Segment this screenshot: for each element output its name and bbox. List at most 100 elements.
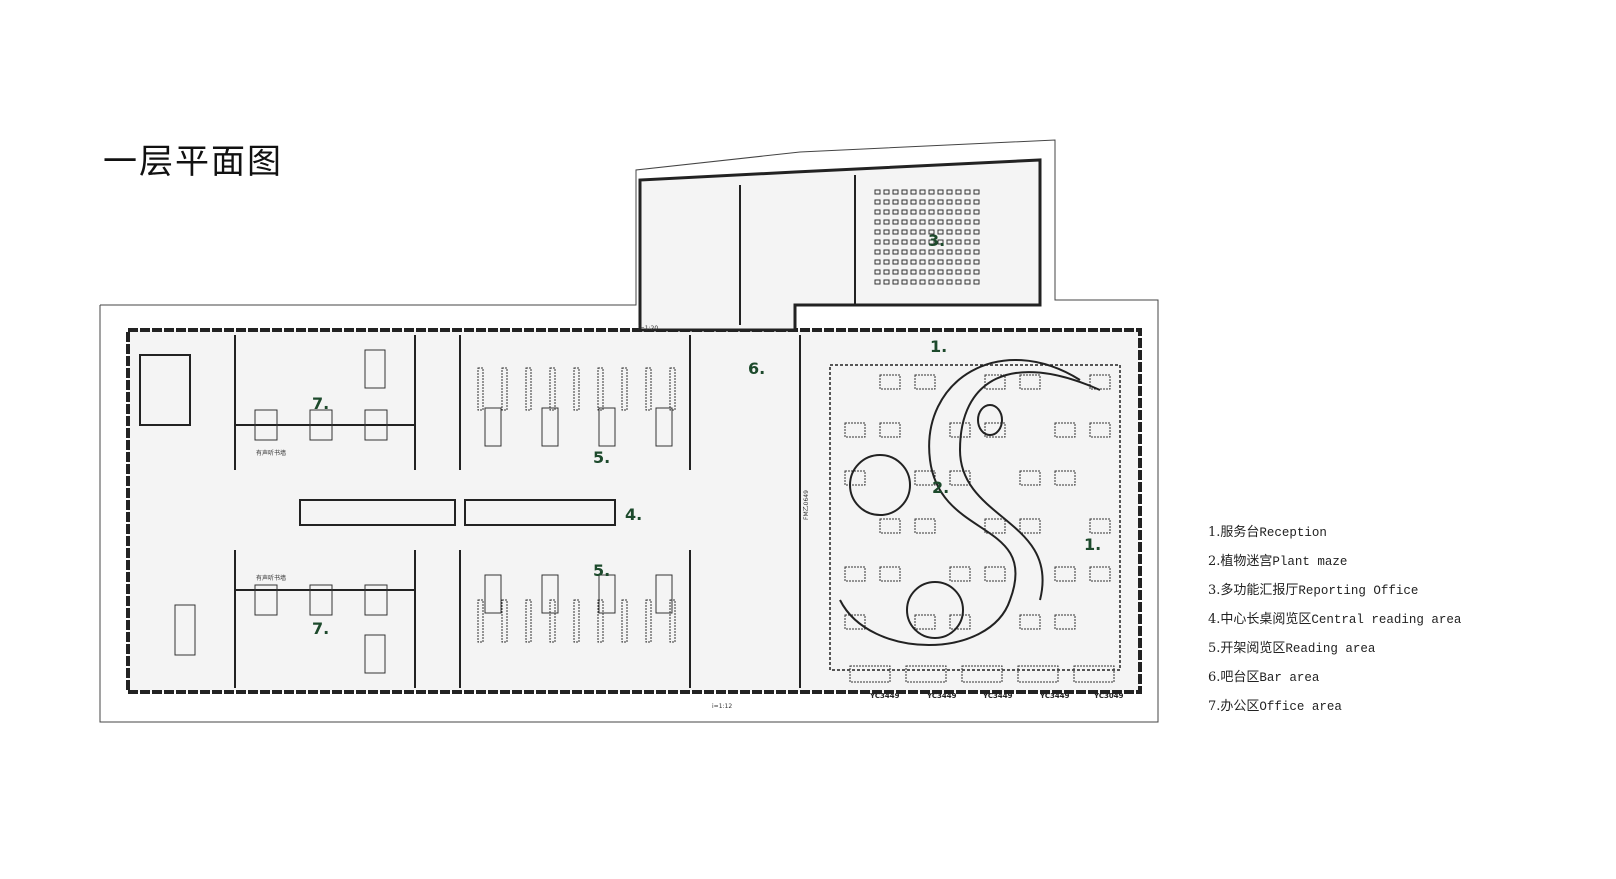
auditorium-seat: [973, 239, 980, 245]
legend-item: 2.植物迷宫Plant maze: [1208, 554, 1348, 569]
interior-walls: [139, 175, 1121, 688]
auditorium-seat: [874, 189, 881, 195]
auditorium-seat: [874, 259, 881, 265]
auditorium-seat: [874, 219, 881, 225]
auditorium-seat: [973, 259, 980, 265]
auditorium-seat: [946, 209, 953, 215]
auditorium-seat: [883, 209, 890, 215]
auditorium-seat: [910, 269, 917, 275]
maze-planter: [1089, 422, 1111, 438]
window-code: YC3449: [982, 692, 1013, 700]
auditorium-seat: [892, 199, 899, 205]
auditorium-seat: [892, 279, 899, 285]
audio-wall-label: 有声听书墙: [256, 449, 286, 457]
auditorium-seat: [919, 219, 926, 225]
bookshelf: [501, 599, 508, 643]
scale-label: i=1:20: [638, 325, 658, 332]
auditorium-seat: [928, 199, 935, 205]
auditorium-seat: [937, 229, 944, 235]
auditorium-seat: [919, 199, 926, 205]
page-title: 一层平面图: [103, 142, 283, 182]
maze-planter: [1089, 518, 1111, 534]
maze-planter: [1054, 614, 1076, 630]
legend-item: 5.开架阅览区Reading area: [1208, 641, 1376, 656]
auditorium-seat: [973, 279, 980, 285]
maze-planter: [949, 614, 971, 630]
auditorium-seat: [946, 229, 953, 235]
maze-planter: [844, 614, 866, 630]
auditorium-seat: [874, 229, 881, 235]
window-code: YC3449: [926, 692, 957, 700]
auditorium-seat: [946, 239, 953, 245]
auditorium-seat: [892, 189, 899, 195]
bookshelf: [501, 367, 508, 411]
maze-planter: [1019, 518, 1041, 534]
auditorium-seat: [964, 229, 971, 235]
legend: 1.服务台Reception 2.植物迷宫Plant maze 3.多功能汇报厅…: [1208, 523, 1461, 726]
reading-table: [541, 407, 559, 447]
window-bay: [961, 665, 1003, 683]
bookshelf: [669, 599, 676, 643]
bookshelf: [597, 599, 604, 643]
maze-planter: [844, 566, 866, 582]
reading-table: [655, 407, 673, 447]
reading-table: [655, 574, 673, 614]
meeting-table: [174, 604, 196, 656]
furniture-layer: [174, 189, 1115, 683]
auditorium-seat: [892, 209, 899, 215]
door-code-label: FM乙0649: [803, 490, 810, 520]
auditorium-seat: [919, 279, 926, 285]
auditorium-seat: [928, 219, 935, 225]
auditorium-seat: [928, 209, 935, 215]
zone-labels: 1. 1. 2. 3. 4. 5. 5. 6. 7. 7.: [312, 231, 1101, 638]
bookshelf: [549, 367, 556, 411]
auditorium-seat: [964, 199, 971, 205]
plan-annotations: i=1:20 i=1:12 有声听书墙 有声听书墙 FM乙0649 YC3449…: [256, 325, 1124, 710]
auditorium-seat: [937, 249, 944, 255]
auditorium-seat: [901, 249, 908, 255]
auditorium-seat: [892, 249, 899, 255]
auditorium-seat: [964, 189, 971, 195]
auditorium-seat: [883, 229, 890, 235]
office-desk: [364, 584, 388, 616]
auditorium-seat: [883, 189, 890, 195]
auditorium-seat: [910, 259, 917, 265]
window-code: YC3449: [869, 692, 900, 700]
auditorium-seat: [919, 259, 926, 265]
office-desk: [254, 409, 278, 441]
zone-label-reporting-office: 3.: [928, 231, 945, 250]
auditorium-seat: [946, 249, 953, 255]
auditorium-seat: [964, 249, 971, 255]
auditorium-seat: [883, 219, 890, 225]
auditorium-seat: [964, 269, 971, 275]
auditorium-seat: [901, 229, 908, 235]
meeting-table: [364, 349, 386, 389]
auditorium-seat: [955, 279, 962, 285]
auditorium-seat: [928, 229, 935, 235]
auditorium-seat: [973, 219, 980, 225]
auditorium-seat: [946, 199, 953, 205]
reading-table: [598, 407, 616, 447]
window-code: YC3449: [1039, 692, 1070, 700]
maze-planter: [914, 374, 936, 390]
auditorium-seat: [901, 279, 908, 285]
bookshelf: [597, 367, 604, 411]
auditorium-seat: [973, 189, 980, 195]
auditorium-seat: [901, 199, 908, 205]
maze-planter: [984, 518, 1006, 534]
auditorium-seat: [955, 229, 962, 235]
zone-label-reading-area: 5.: [593, 448, 610, 467]
auditorium-seat: [964, 219, 971, 225]
zone-label-office-area: 7.: [312, 394, 329, 413]
auditorium-seat: [955, 199, 962, 205]
zone-label-reception: 1.: [930, 337, 947, 356]
auditorium-seat: [910, 239, 917, 245]
auditorium-seat: [946, 279, 953, 285]
legend-item: 3.多功能汇报厅Reporting Office: [1208, 583, 1419, 598]
legend-item: 1.服务台Reception: [1208, 525, 1327, 540]
window-bay: [1017, 665, 1059, 683]
maze-planter: [914, 614, 936, 630]
auditorium-seat: [946, 259, 953, 265]
window-bay: [905, 665, 947, 683]
office-desk: [309, 584, 333, 616]
